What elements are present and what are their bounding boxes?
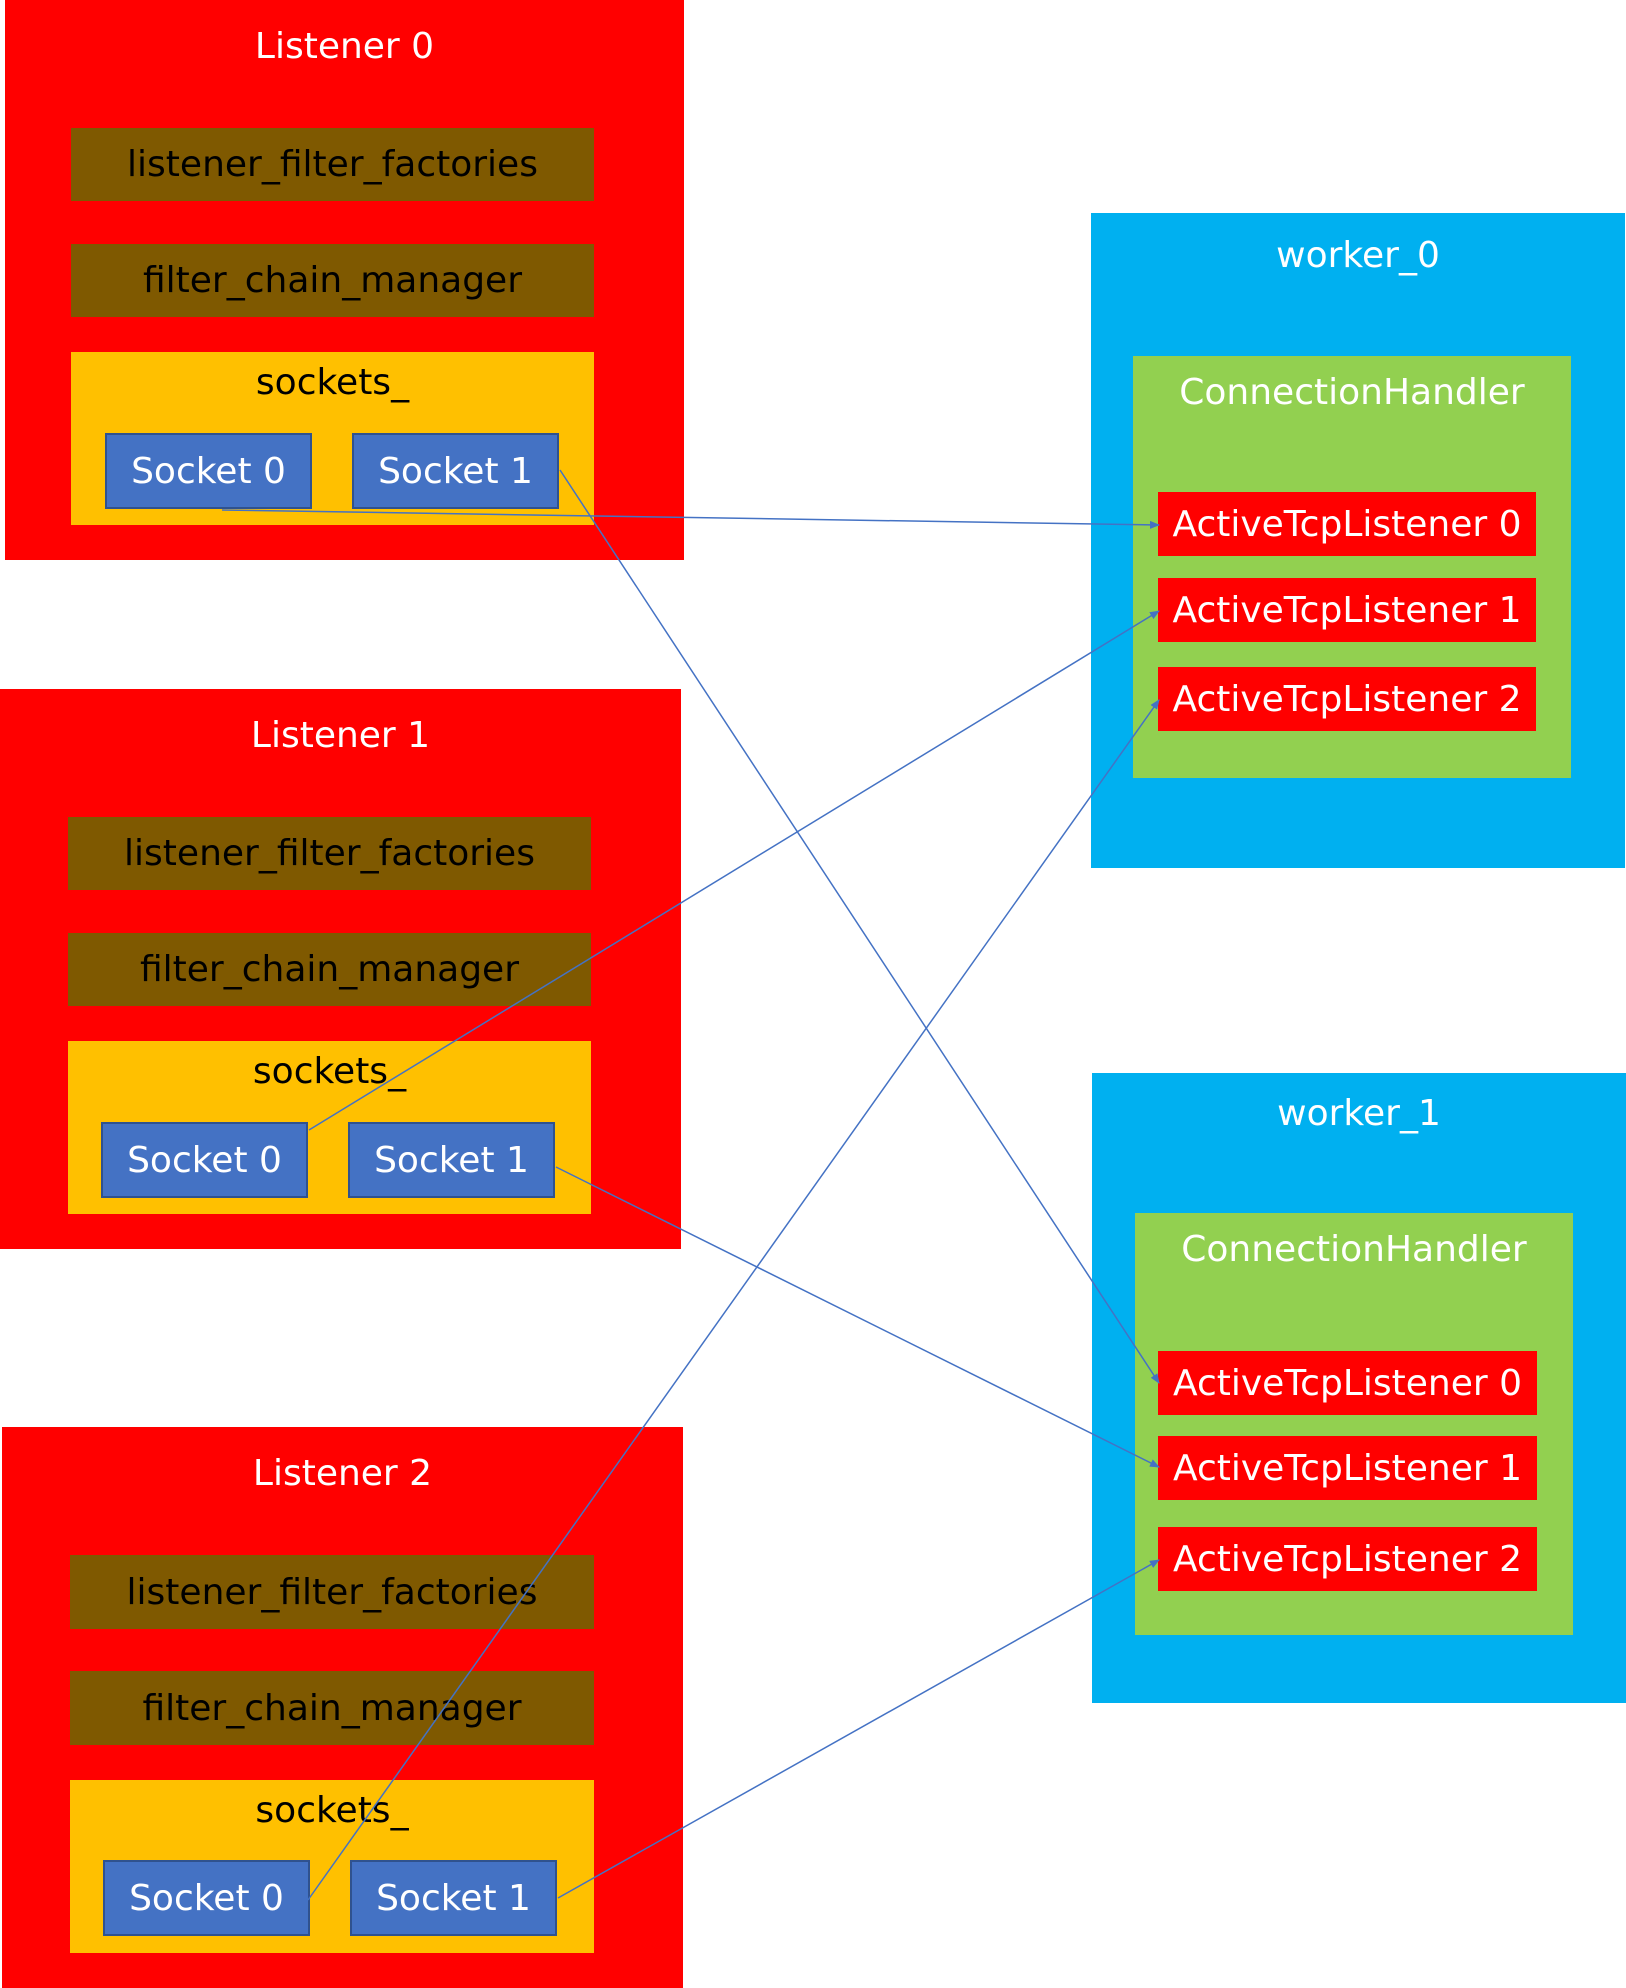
worker-1: worker_1 ConnectionHandler ActiveTcpList…: [1092, 1073, 1626, 1703]
connection-handler: ConnectionHandler ActiveTcpListener 0 Ac…: [1135, 1213, 1573, 1635]
filter-chain-manager: filter_chain_manager: [68, 933, 591, 1006]
active-tcp-listener-1: ActiveTcpListener 1: [1158, 1436, 1537, 1500]
arrow-l2s0-to-w0atl2: [307, 699, 1160, 1901]
listener-filter-factories: listener_filter_factories: [68, 817, 591, 890]
socket-1: Socket 1: [348, 1122, 555, 1198]
socket-1: Socket 1: [350, 1860, 557, 1936]
connection-handler-label: ConnectionHandler: [1179, 372, 1525, 413]
listener-0: Listener 0 listener_filter_factories fil…: [5, 0, 684, 560]
socket-0: Socket 0: [103, 1860, 310, 1936]
socket-1: Socket 1: [352, 433, 559, 509]
socket-0: Socket 0: [101, 1122, 308, 1198]
arrow-l2s1-to-w1atl2: [557, 1559, 1160, 1899]
sockets-label: sockets_: [252, 1051, 407, 1092]
active-tcp-listener-1: ActiveTcpListener 1: [1158, 578, 1536, 642]
listener-2: Listener 2 listener_filter_factories fil…: [2, 1427, 683, 1988]
sockets-container: sockets_ Socket 0 Socket 1: [68, 1041, 591, 1214]
listener-1: Listener 1 listener_filter_factories fil…: [0, 689, 681, 1249]
arrow-l1s0-to-w0atl1: [308, 610, 1160, 1131]
connection-handler: ConnectionHandler ActiveTcpListener 0 Ac…: [1133, 356, 1571, 778]
listener-title: Listener 1: [250, 715, 431, 756]
listener-filter-factories: listener_filter_factories: [70, 1555, 594, 1629]
worker-0: worker_0 ConnectionHandler ActiveTcpList…: [1091, 213, 1625, 868]
listener-filter-factories: listener_filter_factories: [71, 128, 594, 201]
socket-0: Socket 0: [105, 433, 312, 509]
active-tcp-listener-2: ActiveTcpListener 2: [1158, 1527, 1537, 1591]
arrow-l0s0-to-w0atl0: [221, 509, 1160, 529]
worker-title: worker_0: [1276, 235, 1440, 276]
active-tcp-listener-0: ActiveTcpListener 0: [1158, 492, 1536, 556]
arrow-l1s1-to-w1atl1: [555, 1166, 1160, 1468]
connection-handler-label: ConnectionHandler: [1181, 1229, 1527, 1270]
arrow-l0s1-to-w1atl0: [559, 469, 1160, 1384]
sockets-label: sockets_: [255, 1790, 409, 1831]
active-tcp-listener-2: ActiveTcpListener 2: [1158, 667, 1536, 731]
sockets-label: sockets_: [255, 362, 410, 403]
listener-title: Listener 2: [252, 1453, 433, 1494]
active-tcp-listener-0: ActiveTcpListener 0: [1158, 1351, 1537, 1415]
sockets-container: sockets_ Socket 0 Socket 1: [71, 352, 594, 525]
filter-chain-manager: filter_chain_manager: [70, 1671, 594, 1745]
worker-title: worker_1: [1277, 1093, 1441, 1134]
filter-chain-manager: filter_chain_manager: [71, 244, 594, 317]
listener-title: Listener 0: [254, 26, 435, 67]
